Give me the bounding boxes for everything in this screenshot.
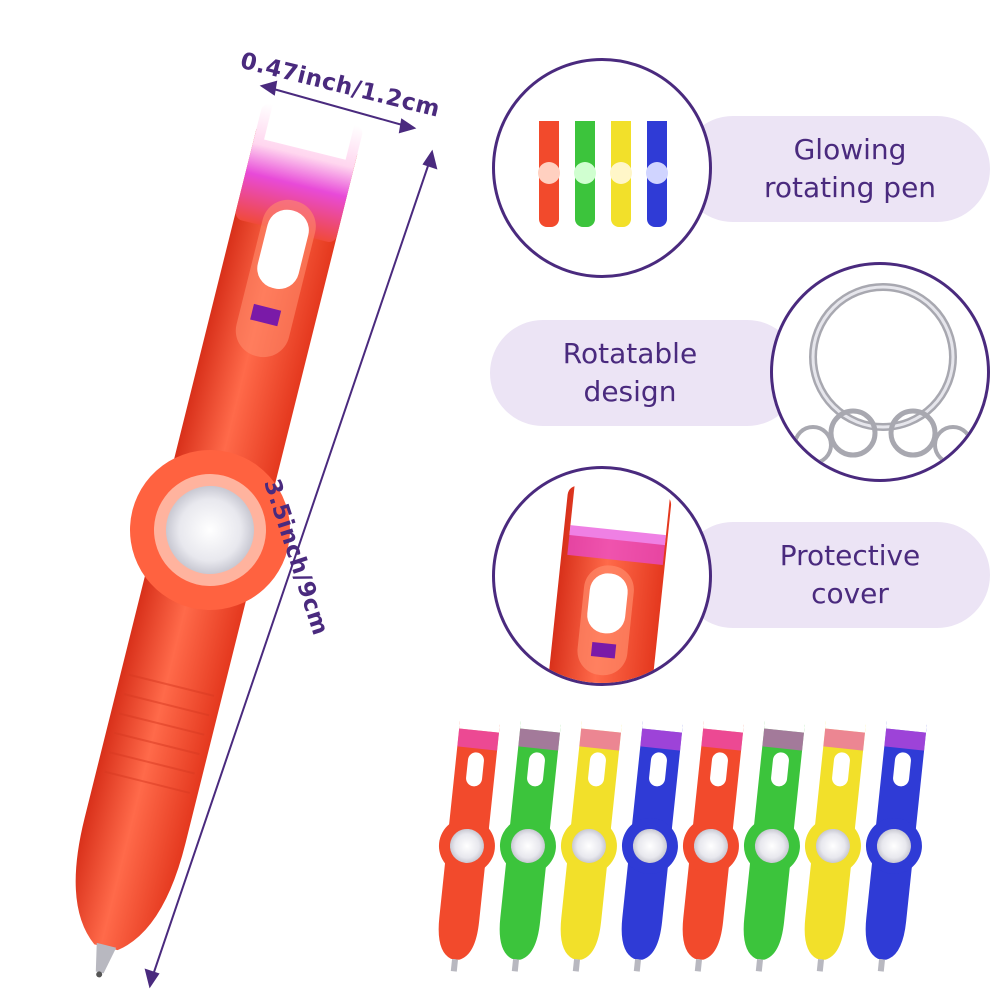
pen-cap-closeup-icon [492,466,712,686]
feature-pill-rotatable: Rotatable design [490,320,800,426]
feature-label-line2: design [583,375,677,408]
small-pen-green [743,710,806,972]
small-pen-green [499,710,562,972]
feature-pill-protective: Protective cover [680,522,990,628]
feature-label-line2: rotating pen [763,171,937,204]
large-red-pen [75,103,363,978]
small-pen-red [682,710,745,972]
feature-label-line1: Glowing [793,133,907,166]
keyring-icon [770,262,990,482]
small-pen-blue [865,710,928,972]
small-pen-blue [621,710,684,972]
feature-label-line1: Protective [779,539,921,572]
pen-set-icon [492,58,712,278]
length-dimension-arrow [144,149,438,989]
width-dimension-arrow [259,80,417,134]
feature-label-line1: Rotatable [562,337,698,370]
pen-row [438,710,928,972]
small-pen-red [438,710,501,972]
small-pen-yellow [804,710,867,972]
feature-pill-glowing: Glowing rotating pen [680,116,990,222]
small-pen-yellow [560,710,623,972]
feature-label-line2: cover [811,577,889,610]
